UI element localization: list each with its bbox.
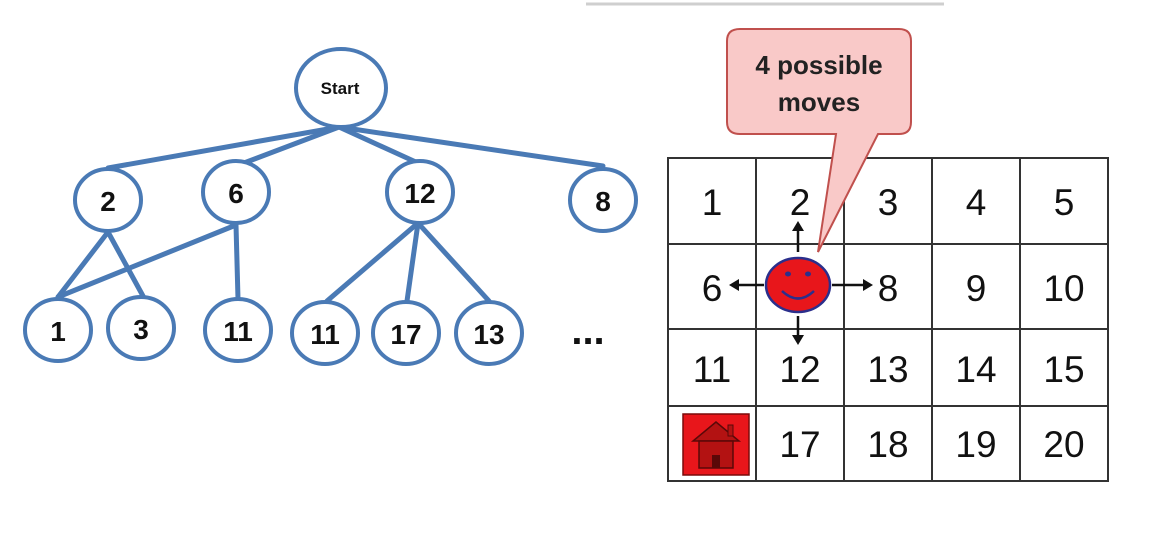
cell-8: 8	[878, 268, 899, 309]
cell-3: 3	[878, 182, 899, 223]
node-11a-label: 11	[223, 316, 253, 347]
node-13	[454, 300, 524, 366]
node-start	[294, 47, 388, 129]
tree-nodes	[23, 47, 638, 366]
cell-4: 4	[966, 182, 987, 223]
node-8-label: 8	[595, 186, 611, 217]
edge-start-2	[105, 124, 342, 171]
cell-2: 2	[790, 182, 811, 223]
node-12	[385, 159, 455, 225]
edge-2-3	[105, 229, 146, 299]
node-17	[371, 300, 441, 366]
edge-6-11	[233, 222, 241, 302]
node-6-label: 6	[228, 178, 244, 209]
node-8	[568, 167, 638, 233]
node-11b	[290, 300, 360, 366]
edge-start-8	[336, 124, 606, 169]
edge-12-11	[324, 220, 421, 304]
cell-15: 15	[1043, 349, 1084, 390]
node-13-label: 13	[473, 319, 504, 350]
node-1	[23, 297, 93, 363]
node-6	[201, 159, 271, 225]
tree-ellipsis: ...	[571, 309, 604, 353]
grid-border	[667, 157, 1109, 482]
cell-12: 12	[779, 349, 820, 390]
cell-17: 17	[779, 424, 820, 465]
cell-6: 6	[702, 268, 723, 309]
node-12-label: 12	[404, 178, 435, 209]
house-icon	[682, 413, 750, 476]
cell-1: 1	[702, 182, 723, 223]
node-1-label: 1	[50, 316, 66, 347]
node-2-label: 2	[100, 186, 116, 217]
edge-6-1	[55, 222, 239, 300]
cell-14: 14	[955, 349, 996, 390]
edge-start-12	[336, 124, 421, 166]
node-11a	[203, 297, 273, 363]
callout-bubble	[726, 28, 912, 253]
node-2	[73, 167, 143, 233]
edge-start-6	[233, 124, 342, 169]
grid-lines	[667, 157, 1109, 482]
callout-line-1: 4 possible	[755, 50, 882, 80]
cell-9: 9	[966, 268, 987, 309]
node-3-label: 3	[133, 314, 149, 345]
cell-13: 13	[867, 349, 908, 390]
node-start-label: Start	[321, 79, 360, 98]
tree-edges	[55, 124, 606, 304]
move-arrows	[729, 221, 873, 345]
edge-12-13	[415, 220, 492, 304]
edge-2-1	[55, 229, 111, 300]
cell-20: 20	[1043, 424, 1084, 465]
cell-18: 18	[867, 424, 908, 465]
node-11b-label: 11	[310, 319, 340, 350]
cell-10: 10	[1043, 268, 1084, 309]
callout-line-2: moves	[778, 87, 860, 117]
grid-numbers: 1 2 3 4 5 6 8 9 10 11 12 13 14 15 17 18 …	[693, 182, 1085, 465]
edge-12-17	[404, 220, 421, 304]
node-17-label: 17	[390, 319, 421, 350]
cell-5: 5	[1054, 182, 1075, 223]
node-3	[106, 295, 176, 361]
smiley-face-icon	[764, 256, 832, 314]
cell-11: 11	[693, 349, 731, 390]
cell-19: 19	[955, 424, 996, 465]
